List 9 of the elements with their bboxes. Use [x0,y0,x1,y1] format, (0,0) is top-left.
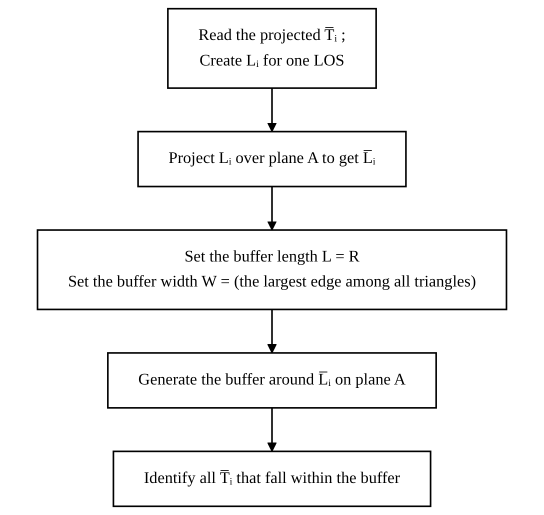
node-box: Set the buffer length L = R Set the buffer width W = (the largest edge among all triangles) [36,229,508,310]
arrow [267,186,277,230]
node-box: Generate the buffer around L̅ᵢ on plane A [107,352,437,409]
arrow [267,88,277,132]
arrow [267,309,277,354]
node-box: Identify all T̅ᵢ that fall within the buffer [112,450,432,508]
node-box: Project Lᵢ over plane A to get L̅ᵢ [137,130,407,188]
arrow [267,408,277,452]
node-box: Read the projected T̅ᵢ ; Create Lᵢ for one LOS [167,8,377,89]
